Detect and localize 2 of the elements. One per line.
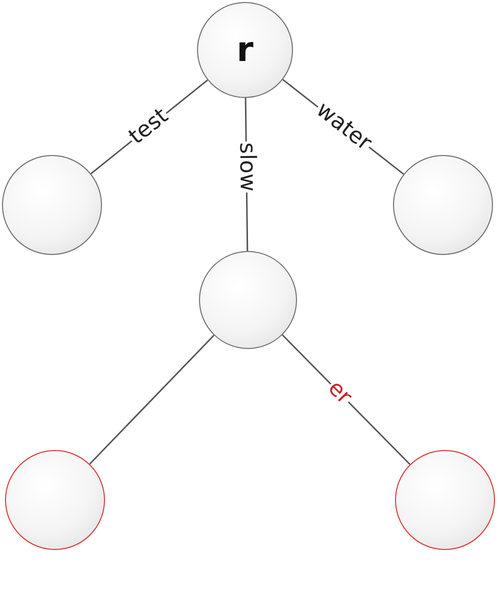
connector-line bbox=[89, 334, 215, 465]
node-label: r bbox=[236, 33, 254, 67]
